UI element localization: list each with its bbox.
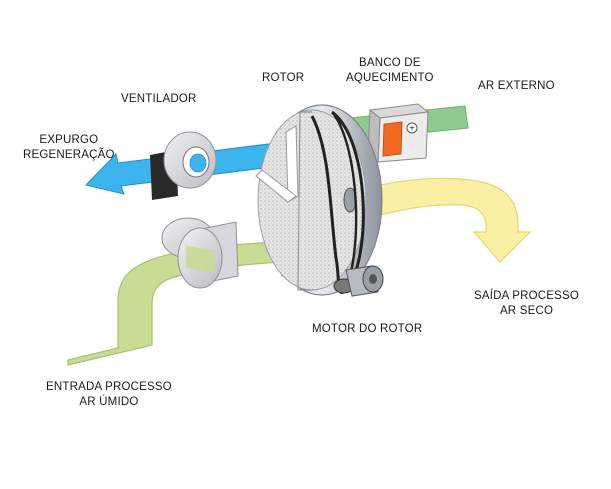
heating-bank: + — [367, 103, 430, 164]
process-fan — [161, 217, 239, 289]
dry-air-output-arrow — [339, 177, 532, 263]
rotor-label: ROTOR — [262, 72, 305, 84]
heater-plus-glyph: + — [409, 124, 415, 135]
outside-air-label: AR EXTERNO — [478, 80, 555, 92]
heater-plus-icon — [406, 122, 418, 134]
regeneration-purge-label: EXPURGO REGENERAÇÃO — [23, 134, 115, 161]
process-output-label: SAÍDA PROCESSO AR SECO — [474, 290, 580, 317]
desiccant-rotor — [255, 104, 383, 296]
regeneration-fan — [150, 131, 217, 200]
fan-label: VENTILADOR — [121, 93, 197, 105]
heating-bank-label: BANCO DE AQUECIMENTO — [346, 57, 434, 84]
process-input-label: ENTRADA PROCESSO AR ÚMIDO — [46, 381, 172, 408]
rotor-motor-label: MOTOR DO ROTOR — [312, 323, 423, 335]
rotor-motor — [333, 265, 384, 297]
